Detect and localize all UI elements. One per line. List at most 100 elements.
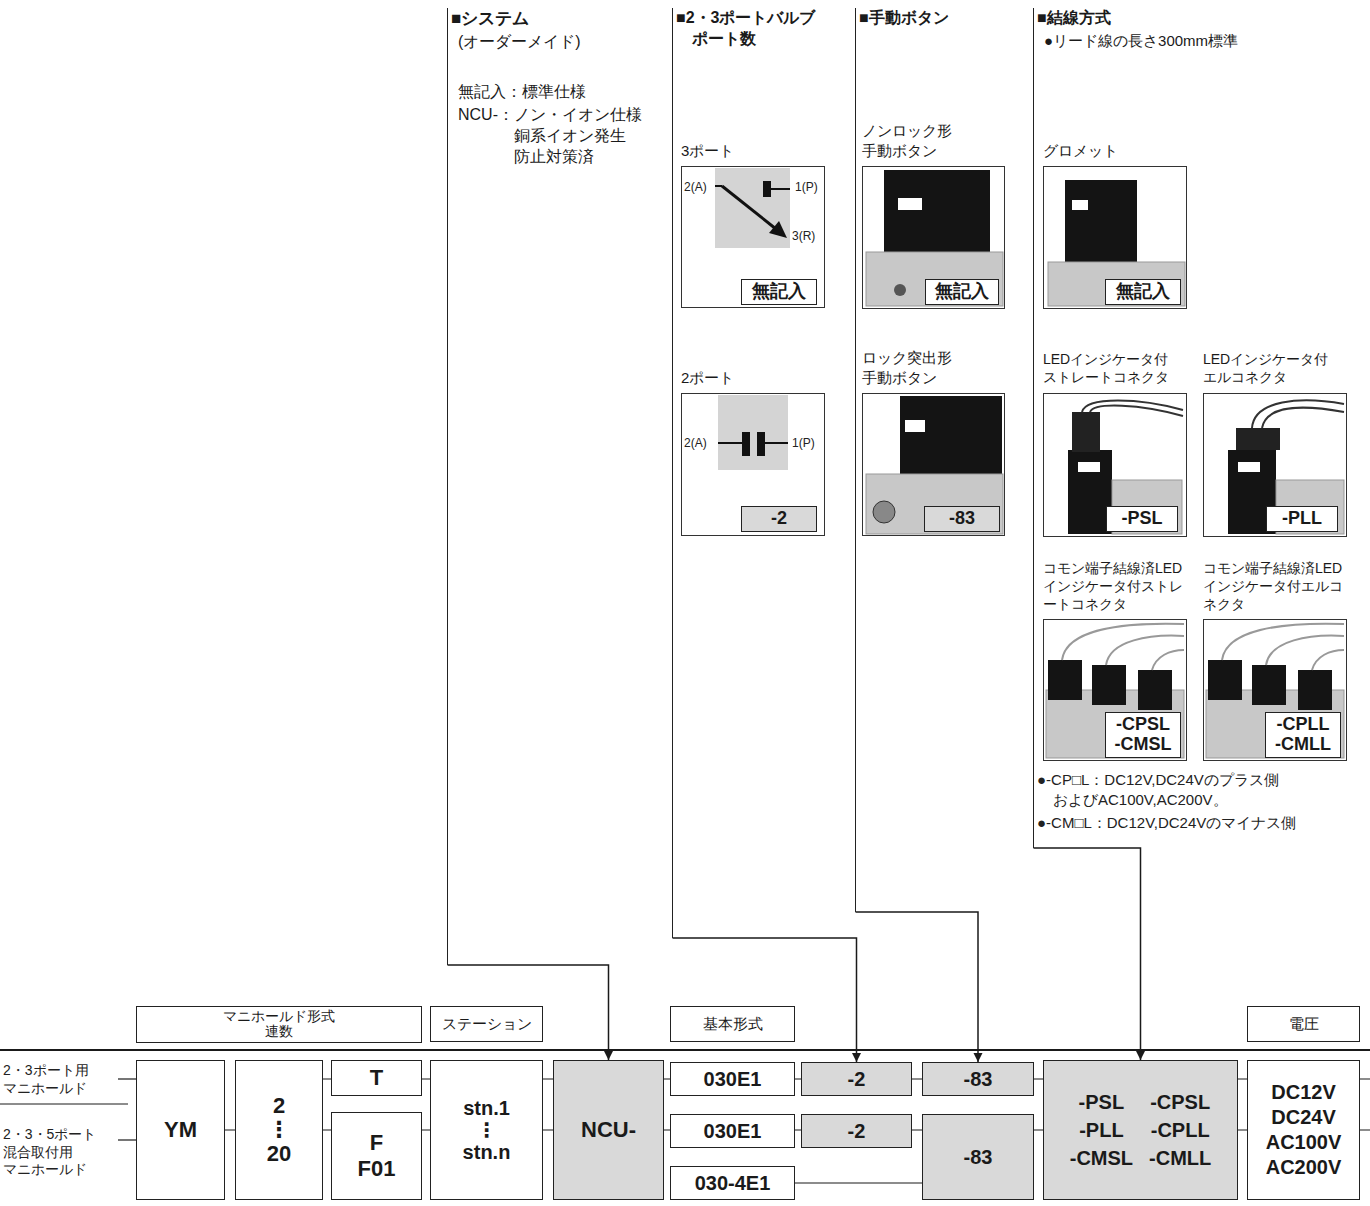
valve-photo — [1092, 665, 1126, 705]
section-text: ■結線方式 — [1037, 8, 1111, 29]
three-port-symbol — [715, 168, 790, 248]
port-label: 3(R) — [792, 229, 815, 243]
note-text: ●-CM□L：DC12V,DC24Vのマイナス側 — [1037, 813, 1296, 833]
valve-photo — [866, 474, 1003, 534]
two-port-symbol — [765, 442, 788, 444]
option-tag: -CPLL-CMLL — [1265, 712, 1341, 758]
option-heading: コモン端子結線済LED インジケータ付エルコ ネクタ — [1203, 559, 1353, 614]
code-text: -83 — [964, 1068, 993, 1090]
header-text: マニホールド形式 連数 — [217, 1009, 342, 1040]
connector-arrow — [673, 938, 857, 1062]
valve-photo — [1208, 660, 1242, 700]
valve-photo — [1072, 412, 1100, 452]
option-code: -83 — [949, 509, 975, 529]
code-text: DC12V DC24V AC100V AC200V — [1254, 1080, 1354, 1180]
code-text: 030-4E1 — [695, 1172, 771, 1194]
table-rule — [0, 1049, 1370, 1051]
valve-photo — [1312, 650, 1344, 670]
two-port-symbol — [718, 442, 742, 444]
valve-photo — [900, 396, 1002, 474]
valve-photo — [1252, 665, 1286, 705]
option-code: -CMLL — [1275, 735, 1331, 755]
code-text: 2 ⋮ 20 — [264, 1094, 294, 1167]
option-heading: LEDインジケータ付 ストレートコネクタ — [1043, 350, 1193, 386]
valve-photo — [905, 420, 925, 432]
option-tag: 無記入 — [925, 279, 999, 305]
valve-photo — [1090, 406, 1183, 416]
option-tag: -PSL — [1106, 506, 1178, 532]
code-cell: YM — [136, 1060, 225, 1200]
code-text: -PSL — [1070, 1091, 1133, 1113]
option-tag: 無記入 — [741, 279, 817, 305]
option-code: 無記入 — [752, 282, 806, 302]
option-code: -CPLL — [1277, 715, 1330, 735]
port-label: 2(A) — [684, 180, 707, 194]
valve-photo — [1266, 636, 1344, 665]
valve-photo — [1206, 624, 1344, 758]
option-frame: LEDインジケータ付 エルコネクタ-PLL — [1203, 393, 1347, 537]
table-rule — [0, 1104, 128, 1105]
header-box: ステーション — [430, 1006, 543, 1042]
table-rule — [118, 1078, 136, 1079]
valve-photo — [1048, 660, 1082, 700]
code-text: -2 — [848, 1068, 866, 1090]
connector-arrow — [856, 912, 979, 1062]
option-frame: LEDインジケータ付 ストレートコネクタ-PSL — [1043, 393, 1187, 537]
valve-photo — [866, 252, 1003, 306]
section-text: 無記入：標準仕様 — [458, 82, 586, 103]
code-text: F F01 — [352, 1130, 402, 1183]
valve-photo — [1152, 650, 1184, 670]
valve-photo — [1065, 180, 1137, 262]
option-code: -PSL — [1121, 509, 1162, 529]
option-code: 無記入 — [1116, 282, 1170, 302]
section-bracket: ■2・3ポートバルブ ポート数3ポート無記入2ポート-2 — [672, 8, 845, 938]
three-port-symbol — [715, 168, 790, 248]
valve-photo — [884, 170, 990, 252]
valve-photo — [1078, 462, 1100, 472]
code-cell: -83 — [922, 1114, 1034, 1200]
valve-photo — [1262, 408, 1344, 428]
valve-photo — [1048, 262, 1185, 306]
code-cell: F F01 — [331, 1112, 422, 1200]
option-heading: グロメット — [1043, 141, 1118, 161]
option-heading: ロック突出形 手動ボタン — [862, 348, 987, 387]
header-box: マニホールド形式 連数 — [136, 1006, 422, 1043]
three-port-symbol — [722, 186, 776, 229]
three-port-symbol — [763, 181, 771, 197]
option-tag: -PLL — [1266, 506, 1338, 532]
code-text: NCU- — [581, 1118, 636, 1142]
option-heading: LEDインジケータ付 エルコネクタ — [1203, 350, 1353, 386]
code-cell: -2 — [801, 1062, 912, 1096]
two-port-symbol — [757, 432, 765, 456]
code-cell: 2 ⋮ 20 — [235, 1060, 323, 1200]
valve-photo — [1048, 180, 1185, 306]
option-code: -2 — [771, 509, 787, 529]
port-label: 1(P) — [795, 180, 818, 194]
option-tag: 無記入 — [1105, 279, 1181, 305]
option-frame: 2ポート-2 — [681, 393, 825, 536]
valve-photo — [894, 284, 906, 296]
option-heading: 3ポート — [681, 141, 734, 161]
option-heading: コモン端子結線済LED インジケータ付ストレ ートコネクタ — [1043, 559, 1193, 614]
two-port-symbol — [718, 395, 788, 470]
code-cell: -83 — [922, 1062, 1034, 1096]
option-code: -CMSL — [1115, 735, 1172, 755]
valve-photo — [1298, 670, 1332, 710]
valve-photo — [866, 170, 1003, 306]
valve-photo — [1238, 462, 1260, 472]
valve-photo — [1068, 401, 1183, 535]
code-text: -CMSL — [1070, 1147, 1133, 1169]
section-bracket: ■結線方式●リード線の長さ300mm標準グロメット無記入LEDインジケータ付 ス… — [1033, 8, 1365, 848]
section-bracket: ■手動ボタンノンロック形 手動ボタン無記入ロック突出形 手動ボタン-83 — [855, 8, 1020, 912]
two-port-symbol — [742, 432, 750, 456]
option-tag: -83 — [924, 506, 1000, 532]
valve-photo — [866, 396, 1003, 534]
row-label: 2・3・5ポート 混合取付用 マニホールド — [3, 1126, 115, 1179]
code-text: YM — [164, 1118, 197, 1142]
option-frame: ノンロック形 手動ボタン無記入 — [862, 166, 1005, 309]
connector-arrow — [1034, 848, 1141, 1060]
two-port-symbol — [718, 395, 788, 470]
header-text: 電圧 — [1289, 1016, 1319, 1033]
valve-photo — [1046, 624, 1184, 758]
code-cell: T — [331, 1060, 422, 1096]
